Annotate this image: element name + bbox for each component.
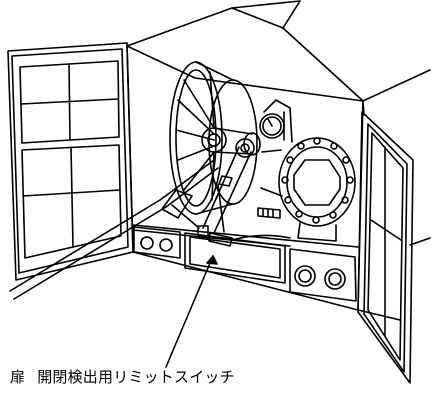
right-door: [358, 101, 413, 383]
leader-arrow: [166, 256, 217, 367]
swing-arm: [203, 139, 254, 233]
cabinet-top-frame: [127, 1, 430, 101]
terminal-block: [258, 208, 280, 218]
pressure-gauge: [260, 100, 292, 142]
lower-panels: [134, 227, 356, 301]
diagram-caption: 扉開閉検出用リミットスイッチ: [10, 366, 235, 387]
limit-switch: [172, 205, 290, 246]
reel-bracket: [162, 190, 192, 218]
caption-switch-label: 開閉検出用リミットスイッチ: [37, 368, 235, 386]
main-cable: [10, 160, 218, 299]
caption-door-label: 扉: [10, 368, 26, 386]
left-door: [8, 43, 133, 280]
pipe-flange: [261, 138, 355, 241]
